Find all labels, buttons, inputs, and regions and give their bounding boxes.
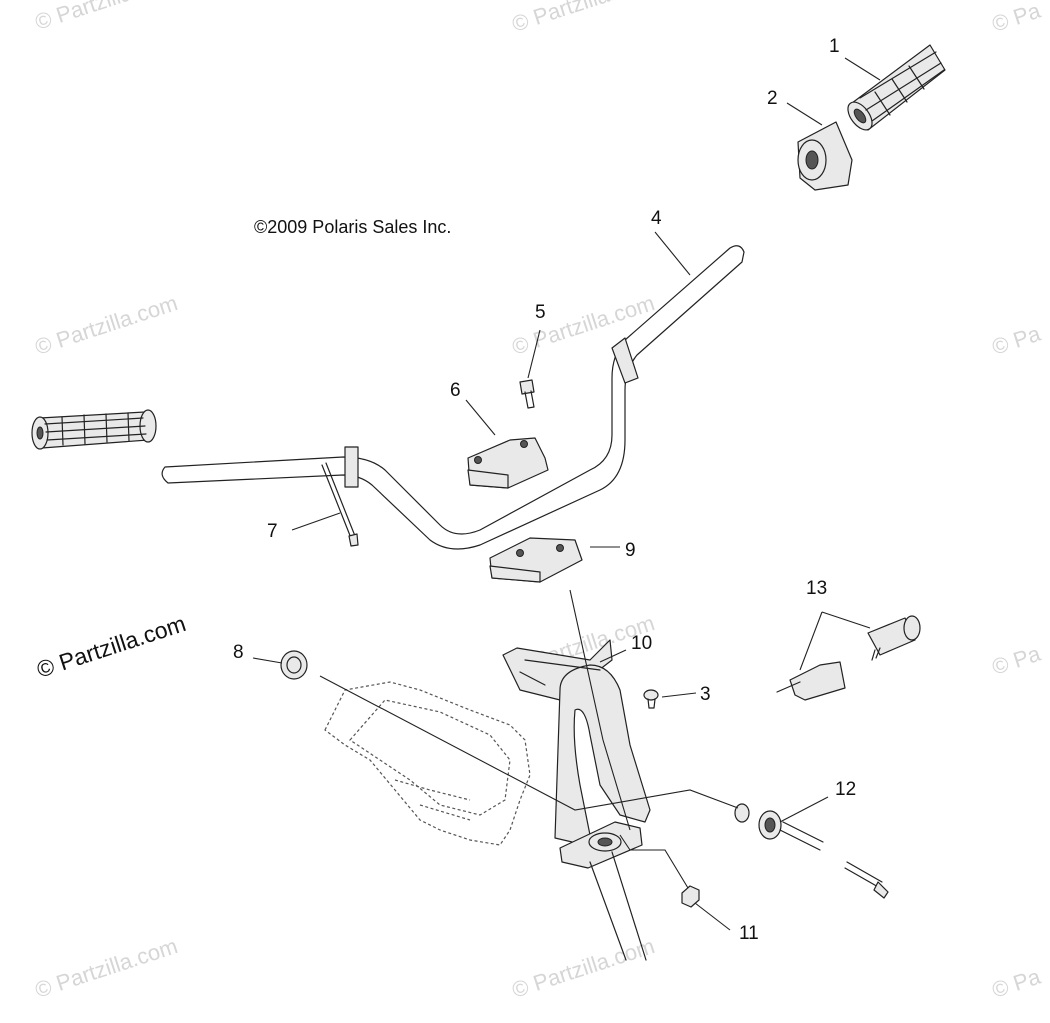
watermark: © Pa: [989, 641, 1044, 680]
part-rivet[interactable]: [643, 689, 659, 709]
watermark: © Partzilla.com: [509, 933, 658, 1003]
part-throttle-housing[interactable]: [797, 121, 853, 191]
watermark: © Pa: [989, 0, 1044, 37]
leader-lines: [252, 57, 881, 931]
part-bolt[interactable]: [519, 379, 535, 409]
chassis-outline: [324, 681, 531, 846]
callout-13: 13: [806, 578, 827, 599]
part-handlebar[interactable]: [161, 245, 745, 550]
watermark: © Partzilla.com: [32, 933, 181, 1003]
callout-5: 5: [535, 302, 546, 323]
part-right-grip[interactable]: [843, 44, 946, 134]
watermarks: © Partzilla.com © Partzilla.com © Pa © P…: [32, 0, 1044, 1003]
part-upper-clamp[interactable]: [467, 437, 549, 489]
part-choke-knob[interactable]: [776, 615, 921, 701]
callout-7: 7: [267, 521, 278, 542]
part-choke-cable[interactable]: [734, 803, 889, 899]
part-steering-bracket[interactable]: [502, 639, 651, 846]
part-cable-tie[interactable]: [321, 462, 359, 547]
part-grommet[interactable]: [280, 650, 308, 680]
callout-2: 2: [767, 88, 778, 109]
part-steering-column[interactable]: [559, 589, 647, 961]
callout-8: 8: [233, 642, 244, 663]
watermark: © Pa: [989, 964, 1044, 1003]
part-lower-clamp[interactable]: [489, 537, 583, 583]
watermark: © Partzilla.com: [32, 0, 181, 35]
copyright-notice: ©2009 Polaris Sales Inc.: [254, 217, 451, 237]
watermark: © Pa: [989, 321, 1044, 360]
part-left-grip[interactable]: [31, 409, 157, 450]
watermark: © Partzilla.com: [509, 0, 658, 37]
callout-3: 3: [700, 684, 711, 705]
part-nut[interactable]: [681, 885, 700, 908]
callout-4: 4: [651, 208, 662, 229]
brand-watermark: © Partzilla.com: [34, 610, 189, 683]
callout-12: 12: [835, 779, 856, 800]
callout-6: 6: [450, 380, 461, 401]
watermark: © Partzilla.com: [32, 290, 181, 360]
callout-11: 11: [739, 923, 759, 944]
callout-labels: 1 2 4 5 6 7 9 8 10 3 13 12 11: [233, 36, 856, 944]
callout-9: 9: [625, 540, 636, 561]
callout-10: 10: [631, 633, 652, 654]
callout-1: 1: [829, 36, 840, 57]
watermark: © Partzilla.com: [509, 290, 658, 360]
